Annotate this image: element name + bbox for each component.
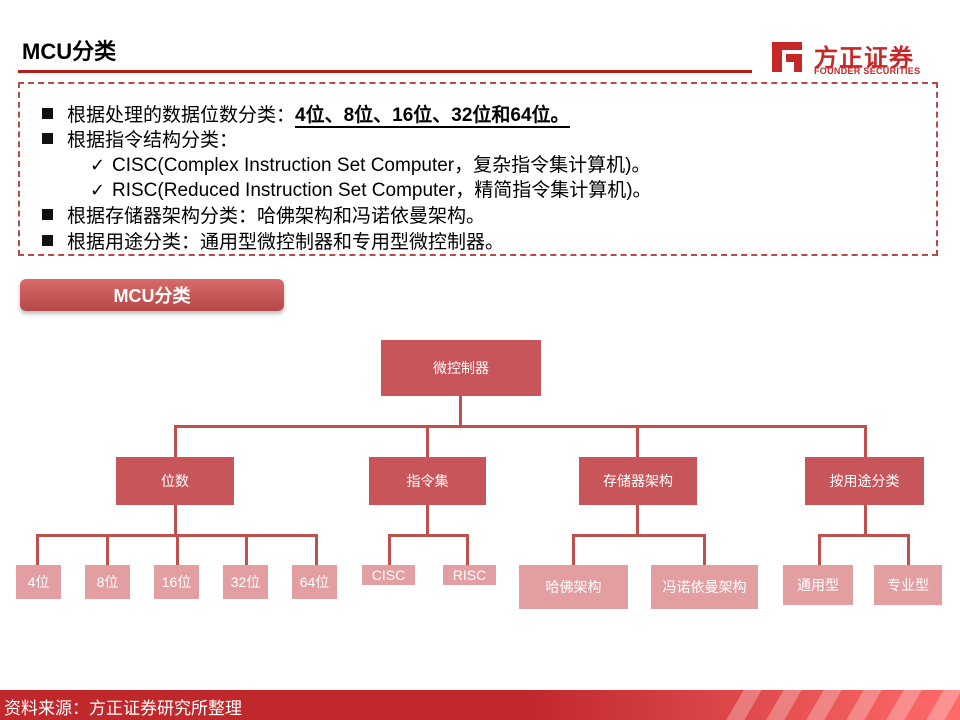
section-label: MCU分类 <box>20 279 284 311</box>
summary-line: ✓RISC(Reduced Instruction Set Computer，精… <box>90 180 652 201</box>
branch-node-instruction-set: 指令集 <box>369 457 486 505</box>
connector <box>703 534 706 566</box>
leaf-node: 4位 <box>16 565 61 599</box>
bit-width-highlight: 4位、8位、16位、32位和64位。 <box>295 105 570 128</box>
square-bullet-icon <box>42 235 53 246</box>
connector <box>315 534 318 566</box>
footer-bar: 资料来源：方正证券研究所整理 <box>0 690 960 720</box>
leaf-node: 8位 <box>85 565 130 599</box>
leaf-node: CISC <box>362 565 415 585</box>
connector <box>426 504 429 536</box>
connector <box>572 534 575 566</box>
logo-cn-text: 方正证券 <box>814 45 914 72</box>
leaf-node: 32位 <box>223 565 268 599</box>
founder-logo-icon <box>772 42 802 72</box>
connector <box>636 425 639 457</box>
square-bullet-icon <box>42 209 53 220</box>
connector <box>174 425 866 428</box>
connector <box>907 534 910 566</box>
summary-line: 根据用途分类：通用型微控制器和专用型微控制器。 <box>42 227 504 254</box>
leaf-node: 哈佛架构 <box>519 565 628 609</box>
summary-line: ✓CISC(Complex Instruction Set Computer，复… <box>90 155 651 176</box>
checkmark-icon: ✓ <box>90 155 106 175</box>
leaf-node: 专业型 <box>874 565 942 605</box>
leaf-node: 冯诺依曼架构 <box>651 565 758 609</box>
tree-root-node: 微控制器 <box>381 340 541 396</box>
connector <box>636 504 639 536</box>
square-bullet-icon <box>42 108 53 119</box>
branch-node-by-usage: 按用途分类 <box>805 457 924 505</box>
connector <box>466 534 469 566</box>
page-title: MCU分类 <box>22 39 117 64</box>
connector <box>245 534 248 566</box>
branch-node-bits: 位数 <box>116 457 234 505</box>
square-bullet-icon <box>42 133 53 144</box>
summary-line: 根据存储器架构分类：哈佛架构和冯诺依曼架构。 <box>42 201 485 228</box>
leaf-node: 通用型 <box>783 565 853 605</box>
company-logo: 方正证券 FOUNDER SECURITIES <box>768 36 938 80</box>
connector <box>176 534 179 566</box>
branch-node-memory-architecture: 存储器架构 <box>579 457 697 505</box>
connector <box>426 425 429 457</box>
connector <box>572 534 706 537</box>
source-note: 资料来源：方正证券研究所整理 <box>4 699 242 718</box>
connector <box>388 534 468 537</box>
connector <box>106 534 109 566</box>
connector <box>864 504 867 536</box>
connector <box>818 534 910 537</box>
connector <box>174 425 177 457</box>
connector <box>174 504 177 536</box>
leaf-node: 64位 <box>292 565 337 599</box>
leaf-node: RISC <box>443 565 496 585</box>
connector <box>818 534 821 566</box>
connector <box>388 534 391 566</box>
connector <box>864 425 867 457</box>
checkmark-icon: ✓ <box>90 180 106 200</box>
connector <box>36 534 39 566</box>
logo-en-text: FOUNDER SECURITIES <box>814 66 921 76</box>
connector <box>459 395 462 427</box>
leaf-node: 16位 <box>154 565 199 599</box>
title-divider <box>18 70 752 73</box>
summary-line: 根据处理的数据位数分类：4位、8位、16位、32位和64位。 <box>42 100 570 128</box>
summary-line: 根据指令结构分类： <box>42 125 238 152</box>
summary-box <box>18 82 938 256</box>
